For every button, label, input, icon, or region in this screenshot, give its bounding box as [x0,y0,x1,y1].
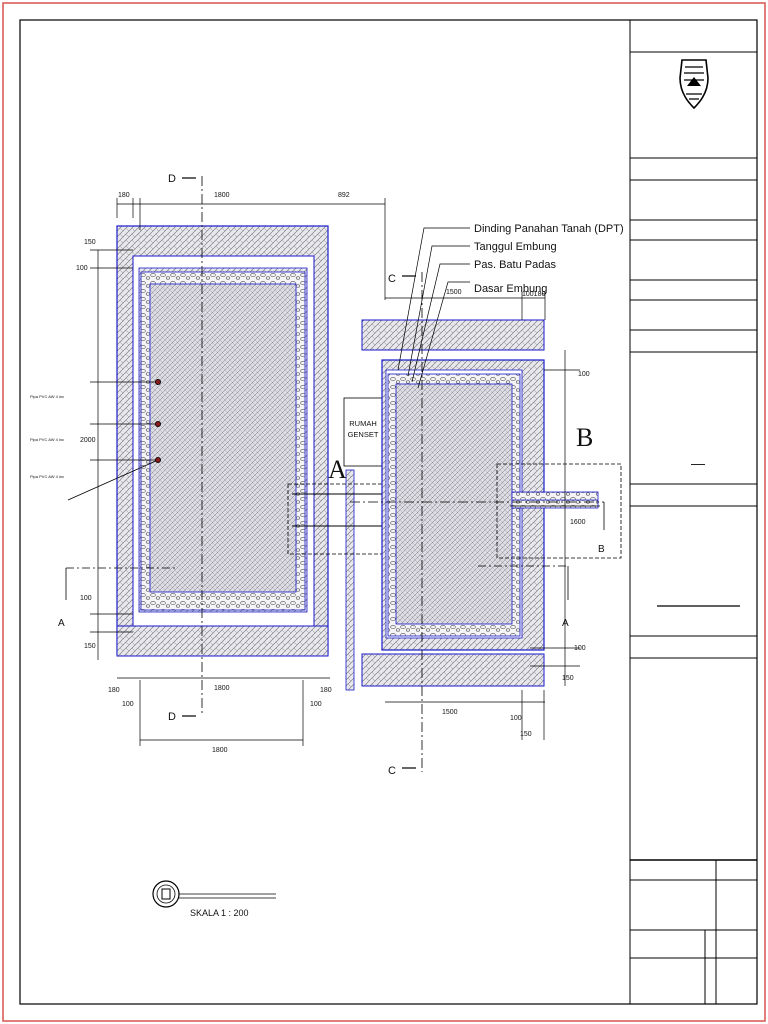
right-pond-dimensions [385,292,600,740]
pipe-label-3: Pipa PVC AW 4 inc [30,474,64,479]
section-line-a-left [65,567,176,600]
dim-100-left-bottom: 100 [80,595,92,602]
left-pond-dimensions [90,198,386,746]
dim-1800-bottom: 1800 [212,747,228,754]
legend-item-dasar: Dasar Embung [474,283,547,295]
left-pond [116,225,329,657]
title-block: — [629,20,757,1004]
genset-label-line1: RUMAH [349,419,377,428]
dim-100-right-top: 100 [578,371,590,378]
legend-leaders [397,227,470,389]
pipe-label-2: Pipa PVC AW 4 inc [30,437,64,442]
legend-item-dpt: Dinding Panahan Tanah (DPT) [474,223,624,235]
dim-1600: 1600 [570,519,586,526]
dim-100180: 100180 [522,291,545,298]
north-arrow-icon [152,880,276,908]
section-mark-a-left: A [58,618,65,629]
dim-892: 892 [338,192,350,199]
dim-150-left-bottom: 150 [84,643,96,650]
section-mark-a-right: A [562,618,569,629]
genset-label-line2: GENSET [348,430,379,439]
drawing-border [19,19,758,1005]
scale-label: SKALA 1 : 200 [190,908,249,918]
dim-180-bottom-right: 180 [320,687,332,694]
section-mark-d-bottom: D [168,711,176,723]
dim-150-left: 150 [84,239,96,246]
detail-b-label: B [576,423,593,452]
outlet-pipe [511,491,599,509]
regency-logo [679,59,709,110]
section-line-c [402,272,423,772]
section-line-d [182,176,203,717]
section-line-a-right [478,565,569,600]
dim-100-bottom-right-pond: 100 [510,715,522,722]
section-mark-d-top: D [168,173,176,185]
pvc-pipes [67,378,161,501]
dim-1800-top: 1800 [214,192,230,199]
dim-2000: 2000 [80,437,96,444]
dim-100-right-bottom: 100 [574,645,586,652]
dim-180-top: 180 [118,192,130,199]
pipe-label-1: Pipa PVC AW 4 inc [30,394,64,399]
detail-a-label: A [328,455,347,484]
dim-1500-bottom: 1500 [442,709,458,716]
section-mark-c-bottom: C [388,765,396,777]
title-dash: — [691,455,705,471]
dim-1500-top: 1500 [446,289,462,296]
dim-1800-mid: 1800 [214,685,230,692]
genset-house [343,397,383,467]
right-pond [361,319,545,687]
dim-150-right-bottom: 150 [562,675,574,682]
connector-wall [345,469,355,691]
section-line-b [350,501,605,530]
section-mark-c-top: C [388,273,396,285]
legend-item-tanggul: Tanggul Embung [474,241,557,253]
legend-item-batu-padas: Pas. Batu Padas [474,259,556,271]
detail-b-box [496,463,622,559]
dim-150-bottom-right-pond: 150 [520,731,532,738]
section-mark-b: B [598,544,605,555]
dim-180-bottom-left: 180 [108,687,120,694]
dim-100-bottom-left: 100 [122,701,134,708]
dim-100-left: 100 [76,265,88,272]
dim-100-bottom-right: 100 [310,701,322,708]
